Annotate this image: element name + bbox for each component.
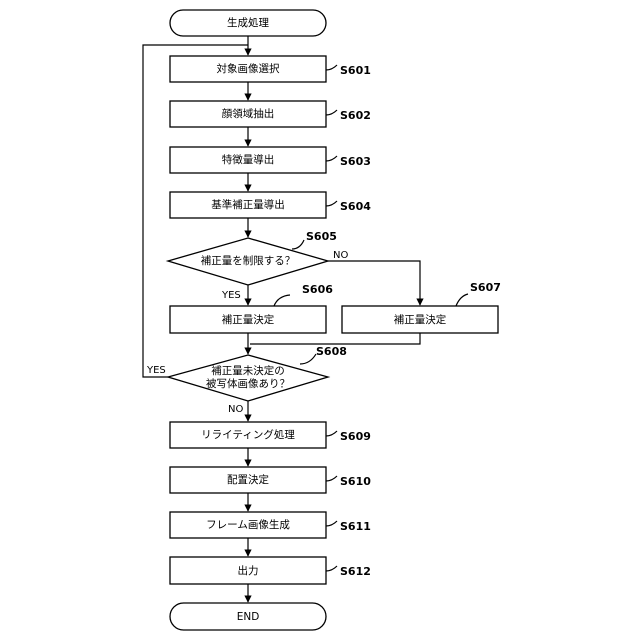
step-s604-label: 基準補正量導出 xyxy=(211,198,285,211)
decision-s608: 補正量未決定の 被写体画像あり？ S608 YES NO xyxy=(146,345,347,415)
decision-s608-no: NO xyxy=(228,404,243,415)
step-s611-label: フレーム画像生成 xyxy=(206,518,290,531)
step-s607-label: 補正量決定 xyxy=(394,313,447,326)
step-s604-id: S604 xyxy=(340,200,371,213)
decision-s605-no: NO xyxy=(333,250,348,261)
end-label: END xyxy=(237,611,260,623)
decision-s608-yes: YES xyxy=(146,365,166,376)
start-terminal: 生成処理 xyxy=(170,10,326,36)
step-s609: リライティング処理 S609 xyxy=(170,422,371,448)
step-s610-label: 配置決定 xyxy=(227,473,269,486)
step-s610-id: S610 xyxy=(340,475,371,488)
decision-s605-yes: YES xyxy=(221,290,241,301)
step-s602: 顔領域抽出 S602 xyxy=(170,101,371,127)
step-s606-id: S606 xyxy=(302,283,333,296)
decision-s605-label: 補正量を制限する？ xyxy=(201,254,296,267)
step-s612-label: 出力 xyxy=(238,564,259,577)
step-s612-id: S612 xyxy=(340,565,371,578)
decision-s608-id: S608 xyxy=(316,345,347,358)
start-label: 生成処理 xyxy=(227,16,269,29)
step-s609-id: S609 xyxy=(340,430,371,443)
decision-s608-label-line2: 被写体画像あり？ xyxy=(206,377,290,390)
step-s607-id: S607 xyxy=(470,281,501,294)
step-s604: 基準補正量導出 S604 xyxy=(170,192,371,218)
step-s601: 対象画像選択 S601 xyxy=(170,56,371,82)
step-s607: 補正量決定 S607 xyxy=(342,281,501,333)
step-s602-id: S602 xyxy=(340,109,371,122)
step-s609-label: リライティング処理 xyxy=(201,428,295,441)
step-s610: 配置決定 S610 xyxy=(170,467,371,493)
step-s603-id: S603 xyxy=(340,155,371,168)
end-terminal: END xyxy=(170,603,326,630)
decision-s605-id: S605 xyxy=(306,230,337,243)
step-s612: 出力 S612 xyxy=(170,557,371,584)
step-s603-label: 特徴量導出 xyxy=(222,153,275,166)
step-s606: 補正量決定 S606 xyxy=(170,283,333,333)
step-s611: フレーム画像生成 S611 xyxy=(170,512,371,538)
step-s601-id: S601 xyxy=(340,64,371,77)
step-s602-label: 顔領域抽出 xyxy=(222,107,275,120)
step-s601-label: 対象画像選択 xyxy=(217,62,280,75)
step-s603: 特徴量導出 S603 xyxy=(170,147,371,173)
step-s611-id: S611 xyxy=(340,520,371,533)
step-s606-label: 補正量決定 xyxy=(222,313,275,326)
decision-s608-label-line1: 補正量未決定の xyxy=(211,364,285,377)
